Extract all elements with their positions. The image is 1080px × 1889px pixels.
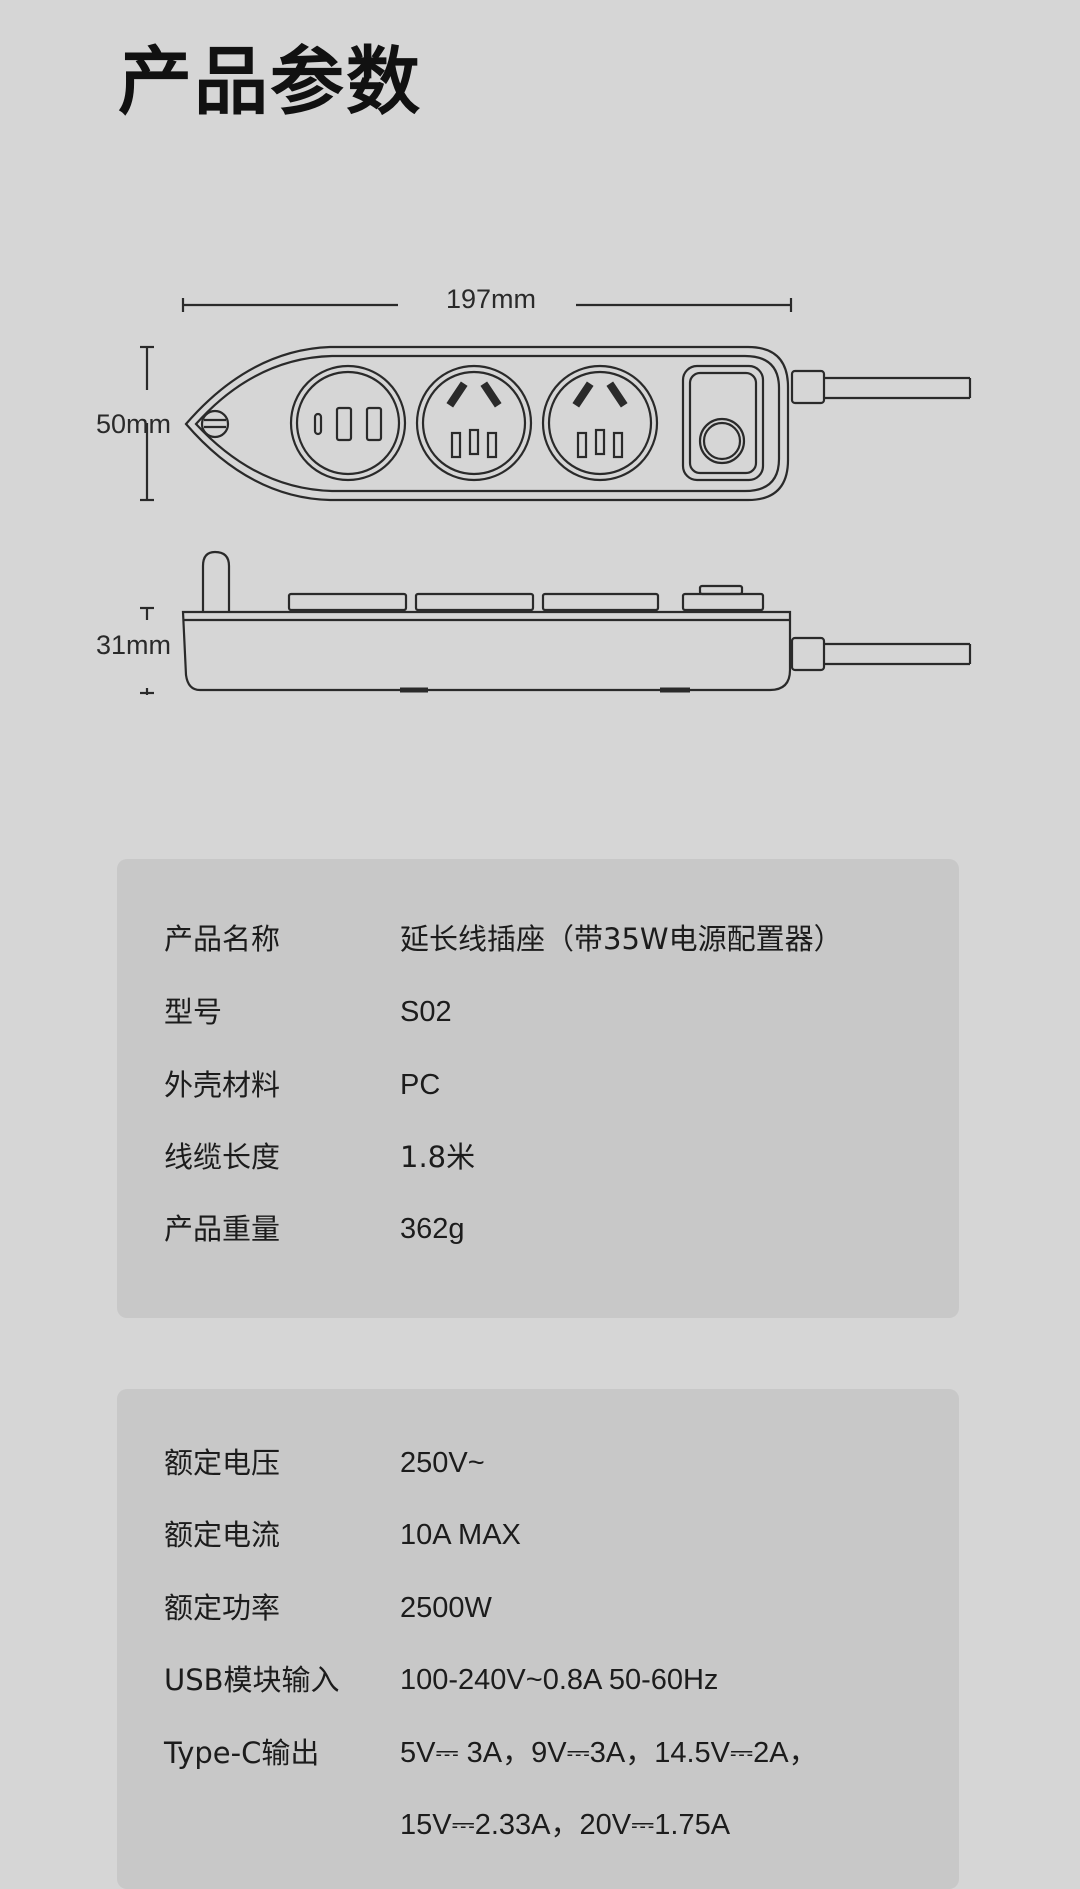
- spec-value: PC: [400, 1069, 441, 1101]
- spec-label: USB模块输入: [164, 1663, 340, 1697]
- basic-specs-card: 产品名称 延长线插座（带35W电源配置器） 型号 S02 外壳材料 PC 线缆长…: [117, 859, 959, 1318]
- spec-value: 250V~: [400, 1447, 485, 1479]
- height-dimension-label: 50mm: [96, 409, 171, 439]
- spec-value: 5V⎓ 3A，9V⎓3A，14.5V⎓2A，: [400, 1737, 818, 1769]
- spec-label: 型号: [164, 995, 223, 1029]
- depth-dimension-label: 31mm: [96, 630, 171, 660]
- dimension-diagram: 197mm 50mm 31mm: [96, 284, 972, 695]
- width-dimension-label: 197mm: [446, 284, 536, 314]
- page-title: 产品参数: [118, 39, 422, 125]
- spec-label: 产品名称: [164, 922, 281, 956]
- spec-value: 2500W: [400, 1592, 492, 1624]
- spec-label: 额定电流: [164, 1518, 281, 1552]
- spec-value: S02: [400, 996, 452, 1028]
- spec-value: 15V⎓2.33A，20V⎓1.75A: [400, 1809, 731, 1841]
- spec-label: 额定电压: [164, 1446, 281, 1480]
- spec-label: 额定功率: [164, 1591, 281, 1625]
- spec-value: 延长线插座（带35W电源配置器）: [400, 922, 843, 956]
- spec-value: 10A MAX: [400, 1519, 521, 1551]
- spec-label: Type-C输出: [164, 1736, 320, 1770]
- spec-label: 外壳材料: [164, 1068, 281, 1102]
- spec-value: 1.8米: [400, 1140, 476, 1174]
- spec-value: 100-240V~0.8A 50-60Hz: [400, 1664, 719, 1696]
- spec-label: 线缆长度: [164, 1140, 281, 1174]
- spec-label: 产品重量: [164, 1212, 281, 1246]
- spec-value: 362g: [400, 1213, 465, 1245]
- electrical-specs-card: 额定电压 250V~ 额定电流 10A MAX 额定功率 2500W USB模块…: [117, 1389, 959, 1889]
